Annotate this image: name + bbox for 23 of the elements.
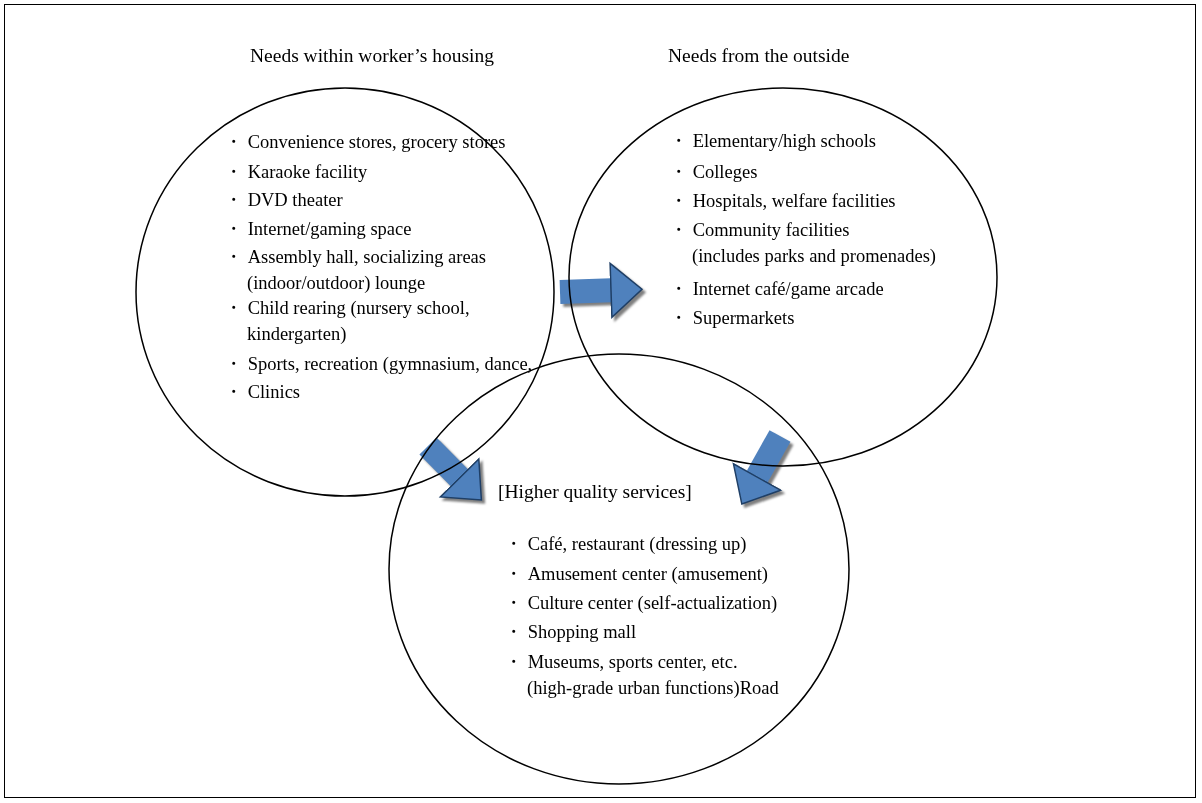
list-item: ・ Assembly hall, socializing areas (indoor/outdoor) lounge [224, 246, 486, 295]
list-item: ・ DVD theater [224, 189, 343, 212]
list-item: ・ Elementary/high schools [669, 130, 877, 153]
circle-heading: Needs within worker’s housing [250, 44, 494, 68]
circle-heading: [Higher quality services] [498, 480, 692, 504]
list-item: ・ Karaoke facility [224, 161, 368, 184]
list-item: ・ Colleges [669, 161, 758, 184]
list-item: ・ Community facilities (includes parks and promenades) [669, 219, 936, 268]
list-item: ・ Culture center (self-actualization) [504, 592, 778, 615]
list-item: ・ Clinics [224, 381, 301, 404]
list-item: ・ Amusement center (amusement) [504, 563, 769, 586]
list-item: ・ Child rearing (nursery school, kindergarten) [224, 297, 470, 346]
list-item: ・ Sports, recreation (gymnasium, dance, [224, 353, 533, 376]
list-item: ・ Café, restaurant (dressing up) [504, 533, 747, 556]
list-item: ・ Supermarkets [669, 307, 795, 330]
block-arrow [732, 430, 791, 505]
list-item: ・ Shopping mall [504, 621, 637, 644]
list-item: ・ Internet café/game arcade [669, 278, 884, 301]
list-item: ・ Internet/gaming space [224, 218, 412, 241]
circle-heading: Needs from the outside [668, 44, 850, 68]
list-item: ・ Hospitals, welfare facilities [669, 190, 896, 213]
block-arrow [419, 437, 483, 501]
list-item: ・ Museums, sports center, etc. (high-grade urban functions)Road [504, 651, 779, 700]
